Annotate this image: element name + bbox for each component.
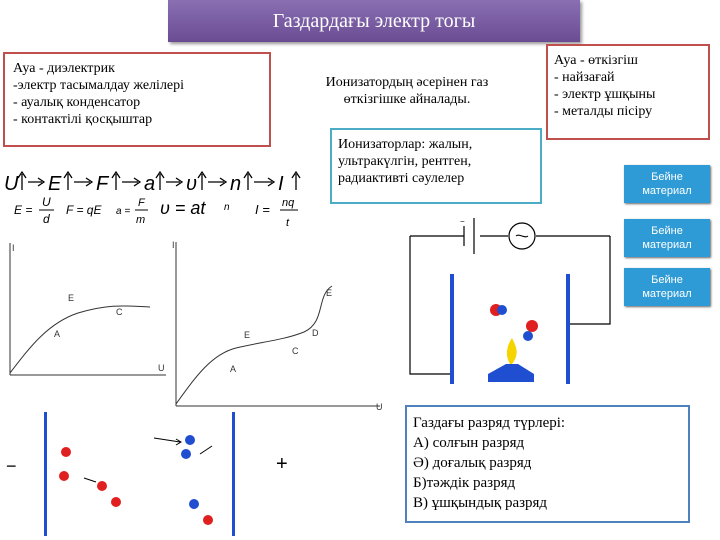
- formula-i-den: t: [286, 217, 290, 229]
- graph1-x-label: U: [158, 363, 165, 373]
- positive-plate-sign: +: [276, 453, 288, 475]
- ionizers-line: ультракүлгін, рентген,: [338, 154, 472, 169]
- right-box-line: Ауа - өткізгіш: [554, 53, 638, 68]
- formula-e-den: d: [43, 212, 50, 226]
- ion-cluster: [59, 435, 213, 525]
- video-button-label: Бейне: [651, 171, 683, 183]
- left-plate: [450, 274, 454, 384]
- left-box-line: - ауалық конденсатор: [13, 95, 141, 110]
- video-button-1[interactable]: Бейне материал: [624, 165, 710, 203]
- ionizers-box: Ионизаторлар: жалын, ультракүлгін, рентг…: [330, 128, 542, 204]
- ion-motion-diagram: − +: [6, 412, 288, 536]
- center-line: өткізгішке айналады.: [343, 92, 471, 107]
- graph2-label-c: C: [292, 346, 299, 356]
- video-button-label: Бейне: [651, 274, 683, 286]
- formula-i-lhs: I =: [255, 202, 270, 217]
- right-plate: [566, 274, 570, 384]
- ionizers-line: Ионизаторлар: жалын,: [338, 137, 473, 152]
- chain-symbol-f: F: [96, 173, 110, 195]
- negative-plate: [44, 412, 47, 536]
- air-conductor-box: Ауа - өткізгіш - найзағай - электр ұшқын…: [546, 44, 710, 140]
- chain-symbol-a: a: [144, 173, 155, 195]
- formula-a-lhs: a =: [116, 206, 130, 217]
- negative-plate-sign: −: [6, 456, 17, 476]
- formula-a-num: F: [138, 197, 146, 209]
- left-box-line: -электр тасымалдау желілері: [13, 78, 185, 93]
- graph1-curve: [9, 305, 151, 374]
- video-button-label: материал: [642, 239, 692, 251]
- video-button-label: материал: [642, 185, 692, 197]
- center-line: Ионизатордың әсерінен газ: [325, 75, 489, 90]
- battery-minus: −: [460, 217, 465, 226]
- chain-symbol-e: E: [48, 173, 62, 195]
- air-dielectric-box: Ауа - диэлектрик -электр тасымалдау желі…: [3, 52, 271, 147]
- ionizers-line: радиактивті сәулелер: [338, 171, 465, 186]
- video-button-label: материал: [642, 288, 692, 300]
- ion-blue: [497, 305, 507, 315]
- formula-a-den: m: [136, 214, 145, 226]
- ionization-circuit: −: [409, 217, 611, 384]
- discharge-types-box: Газдағы разряд түрлері: А) солғын разряд…: [405, 405, 690, 523]
- chain-arrows: [17, 170, 301, 190]
- ion-blue: [523, 331, 533, 341]
- video-button-3[interactable]: Бейне материал: [624, 268, 710, 306]
- ion-red: [526, 320, 538, 332]
- chain-symbol-n: n: [230, 173, 241, 195]
- chain-symbol-v: υ: [186, 173, 197, 195]
- formula-v: υ = at: [160, 198, 206, 218]
- graph-iv-small: I U A E C: [9, 243, 166, 376]
- discharge-line: А) солғын разряд: [413, 435, 525, 451]
- left-box-line: - контактілі қосқыштар: [13, 112, 153, 127]
- right-box-line: - электр ұшқыны: [554, 87, 656, 102]
- discharge-line: В) ұшқындық разряд: [413, 495, 548, 511]
- formula-n: n: [224, 202, 230, 213]
- graph2-curve: [175, 285, 333, 405]
- right-box-line: - металды пісіру: [554, 104, 653, 119]
- graph2-x-label: U: [376, 402, 383, 412]
- formula-e-num: U: [42, 195, 51, 209]
- flame-icon: [506, 338, 517, 364]
- right-box-line: - найзағай: [554, 70, 615, 85]
- chain-symbol-u: U: [4, 173, 19, 195]
- graph2-label-e-high: E: [326, 288, 332, 298]
- left-box-line: Ауа - диэлектрик: [13, 61, 115, 76]
- burner-icon: [488, 364, 534, 382]
- discharge-line: Газдағы разряд түрлері:: [413, 415, 566, 431]
- battery-icon: [463, 218, 475, 254]
- graph1-label-c: C: [116, 307, 123, 317]
- chain-symbol-i: I: [278, 173, 284, 195]
- graph1-y-label: I: [12, 243, 15, 253]
- graph1-label-a: A: [54, 329, 60, 339]
- graph1-label-e: E: [68, 293, 74, 303]
- graph2-label-a: A: [230, 364, 236, 374]
- video-button-label: Бейне: [651, 225, 683, 237]
- ion-arrows: [83, 437, 213, 483]
- positive-plate: [232, 412, 235, 536]
- formula-i-num: nq: [282, 197, 295, 209]
- formula-e-lhs: E =: [14, 203, 32, 217]
- graph-iv-full: I U A E C D E: [172, 240, 383, 412]
- graph2-label-d: D: [312, 328, 319, 338]
- slide-title: Газдардағы электр тогы: [168, 0, 580, 42]
- graph2-label-e-low: E: [244, 330, 250, 340]
- ionizer-effect-text: Ионизатордың әсерінен газ өткізгішке айн…: [276, 70, 538, 120]
- graph2-y-label: I: [172, 240, 175, 250]
- discharge-line: Б)тәждік разряд: [413, 475, 516, 491]
- video-button-2[interactable]: Бейне материал: [624, 219, 710, 257]
- discharge-line: Ә) доғалық разряд: [413, 455, 532, 471]
- formula-chain: U E F a υ n I E = U d: [4, 170, 301, 229]
- circuit-wire-left: [409, 236, 450, 375]
- formula-f: F = qE: [66, 203, 102, 217]
- circuit-wire-right: [570, 236, 611, 325]
